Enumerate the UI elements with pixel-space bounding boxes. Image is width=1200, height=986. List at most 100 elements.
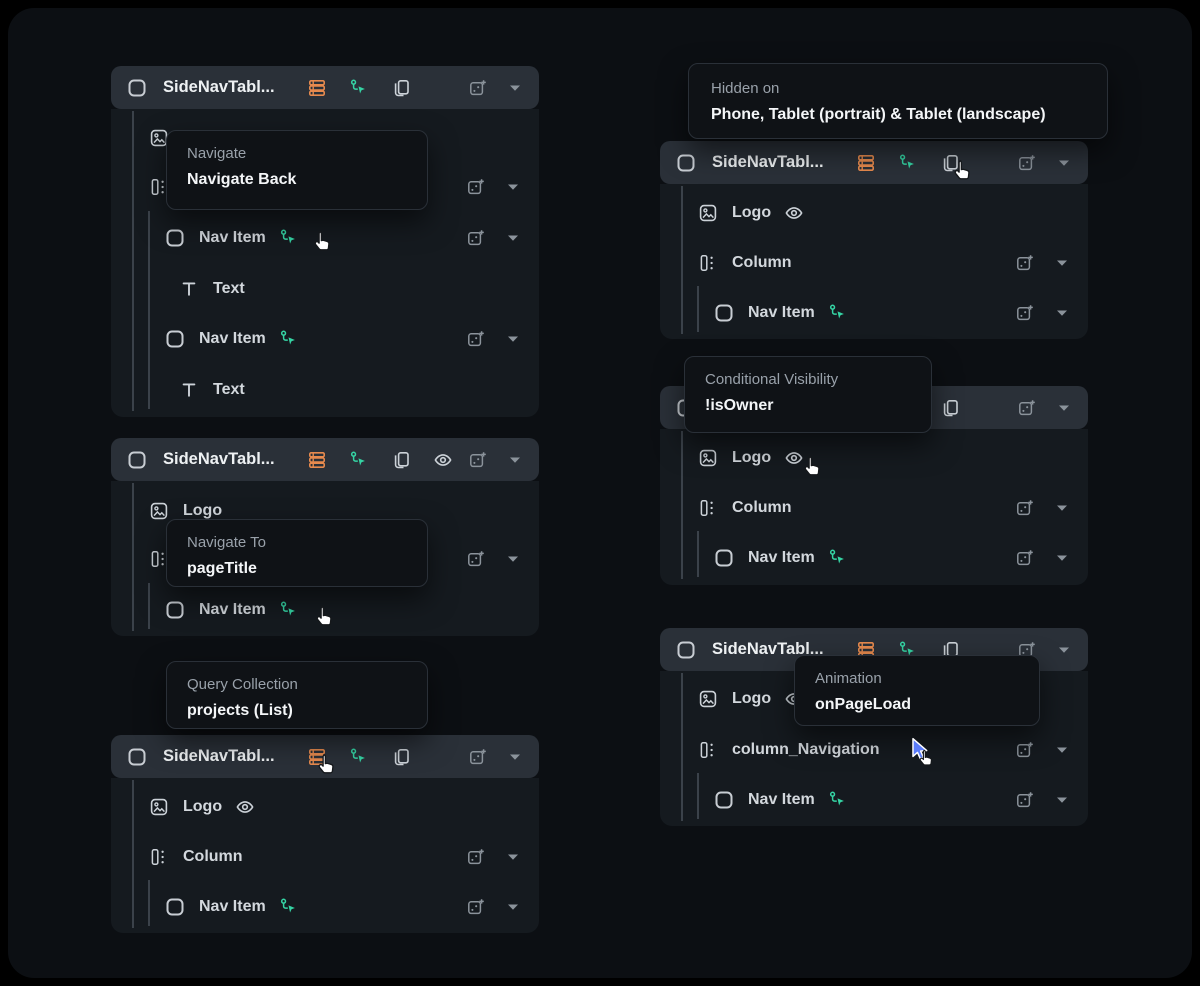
tree-row-nav-item[interactable]: Nav Item xyxy=(660,288,1088,338)
tree-row-nav-item[interactable]: Nav Item xyxy=(111,213,539,263)
add-component-icon[interactable] xyxy=(466,228,486,248)
chevron-down-icon[interactable] xyxy=(503,847,523,867)
chevron-down-icon[interactable] xyxy=(503,329,523,349)
bound-data-icon[interactable] xyxy=(856,153,876,173)
checkbox-icon[interactable] xyxy=(676,153,696,173)
tree-row-nav-item[interactable]: Nav Item xyxy=(111,314,539,364)
tree-row-column[interactable]: Column xyxy=(660,483,1088,533)
column-icon xyxy=(149,847,169,867)
layer-title: SideNavTabl... xyxy=(163,450,275,468)
workflow-icon[interactable] xyxy=(349,747,369,767)
chevron-down-icon[interactable] xyxy=(1054,398,1074,418)
chevron-down-icon[interactable] xyxy=(505,747,525,767)
tree-row-logo[interactable]: Logo xyxy=(111,486,539,536)
add-component-icon[interactable] xyxy=(1015,548,1035,568)
checkbox-icon xyxy=(714,790,734,810)
add-component-icon[interactable] xyxy=(1017,398,1037,418)
tooltip-navigate-to: Navigate To pageTitle xyxy=(166,519,428,587)
cursor-hand xyxy=(800,454,827,481)
tree-row-logo[interactable]: Logo xyxy=(660,674,1088,724)
tree-row-text[interactable]: Text xyxy=(111,365,539,415)
chevron-down-icon[interactable] xyxy=(1054,640,1074,660)
eye-icon[interactable] xyxy=(433,450,453,470)
tooltip-title: Animation xyxy=(815,670,882,687)
eye-icon[interactable] xyxy=(784,203,804,223)
checkbox-icon xyxy=(714,548,734,568)
checkbox-icon[interactable] xyxy=(676,640,696,660)
chevron-down-icon[interactable] xyxy=(1052,790,1072,810)
checkbox-icon xyxy=(714,303,734,323)
add-component-icon[interactable] xyxy=(466,897,486,917)
tree-row-nav-item[interactable]: Nav Item xyxy=(660,775,1088,825)
add-component-icon[interactable] xyxy=(466,847,486,867)
chevron-down-icon[interactable] xyxy=(1052,498,1072,518)
tooltip-title: Conditional Visibility xyxy=(705,371,839,388)
workflow-icon[interactable] xyxy=(279,897,299,917)
row-label: Column xyxy=(732,499,792,516)
checkbox-icon[interactable] xyxy=(127,747,147,767)
row-label: Logo xyxy=(732,449,772,466)
devices-icon[interactable] xyxy=(391,747,411,767)
tree-row-column-navigation[interactable]: column_Navigation xyxy=(660,725,1088,775)
add-component-icon[interactable] xyxy=(1015,303,1035,323)
checkbox-icon[interactable] xyxy=(127,450,147,470)
tree-row-text[interactable]: Text xyxy=(111,264,539,314)
eye-icon[interactable] xyxy=(235,797,255,817)
checkbox-icon[interactable] xyxy=(127,78,147,98)
workflow-icon[interactable] xyxy=(279,600,299,620)
devices-icon[interactable] xyxy=(940,398,960,418)
workflow-icon[interactable] xyxy=(279,228,299,248)
chevron-down-icon[interactable] xyxy=(1054,153,1074,173)
tree-row-nav-item[interactable]: Nav Item xyxy=(660,533,1088,583)
workflow-icon[interactable] xyxy=(828,303,848,323)
devices-icon[interactable] xyxy=(391,450,411,470)
tree-row-logo[interactable]: Logo xyxy=(660,433,1088,483)
add-component-icon[interactable] xyxy=(1015,253,1035,273)
bound-data-icon[interactable] xyxy=(307,78,327,98)
workflow-icon[interactable] xyxy=(828,790,848,810)
layer-header-sidenav-4[interactable]: SideNavTabl... xyxy=(660,141,1088,184)
tree-row-column[interactable]: Column xyxy=(660,238,1088,288)
chevron-down-icon[interactable] xyxy=(1052,303,1072,323)
chevron-down-icon[interactable] xyxy=(505,78,525,98)
chevron-down-icon[interactable] xyxy=(1052,548,1072,568)
add-component-icon[interactable] xyxy=(468,78,488,98)
add-component-icon[interactable] xyxy=(1015,740,1035,760)
tree-row-logo[interactable]: Logo xyxy=(111,782,539,832)
tree-guide-line xyxy=(132,780,134,928)
chevron-down-icon[interactable] xyxy=(503,177,523,197)
layer-header-sidenav-1[interactable]: SideNavTabl... xyxy=(111,66,539,109)
workflow-icon[interactable] xyxy=(898,153,918,173)
add-component-icon[interactable] xyxy=(1015,790,1035,810)
workflow-icon[interactable] xyxy=(349,450,369,470)
chevron-down-icon[interactable] xyxy=(505,450,525,470)
chevron-down-icon[interactable] xyxy=(1052,740,1072,760)
add-component-icon[interactable] xyxy=(1017,153,1037,173)
tree-row-logo[interactable]: Logo xyxy=(660,188,1088,238)
tree-row-column[interactable]: Column xyxy=(111,832,539,882)
chevron-down-icon[interactable] xyxy=(1052,253,1072,273)
workflow-icon[interactable] xyxy=(828,548,848,568)
bound-data-icon[interactable] xyxy=(307,450,327,470)
add-component-icon[interactable] xyxy=(466,177,486,197)
add-component-icon[interactable] xyxy=(466,549,486,569)
tree-row-nav-item[interactable]: Nav Item xyxy=(111,585,539,635)
chevron-down-icon[interactable] xyxy=(503,549,523,569)
row-label: Nav Item xyxy=(199,601,266,618)
row-label: Nav Item xyxy=(748,549,815,566)
column-icon xyxy=(698,740,718,760)
add-component-icon[interactable] xyxy=(468,450,488,470)
row-label: Logo xyxy=(732,690,772,707)
devices-icon[interactable] xyxy=(391,78,411,98)
add-component-icon[interactable] xyxy=(466,329,486,349)
chevron-down-icon[interactable] xyxy=(503,228,523,248)
add-component-icon[interactable] xyxy=(1015,498,1035,518)
layer-header-sidenav-2[interactable]: SideNavTabl... xyxy=(111,438,539,481)
workflow-icon[interactable] xyxy=(349,78,369,98)
layer-panel-3: SideNavTabl... Logo Column xyxy=(111,735,539,933)
chevron-down-icon[interactable] xyxy=(503,897,523,917)
workflow-icon[interactable] xyxy=(279,329,299,349)
tree-guide-line xyxy=(681,673,683,821)
add-component-icon[interactable] xyxy=(468,747,488,767)
tree-row-nav-item[interactable]: Nav Item xyxy=(111,882,539,932)
